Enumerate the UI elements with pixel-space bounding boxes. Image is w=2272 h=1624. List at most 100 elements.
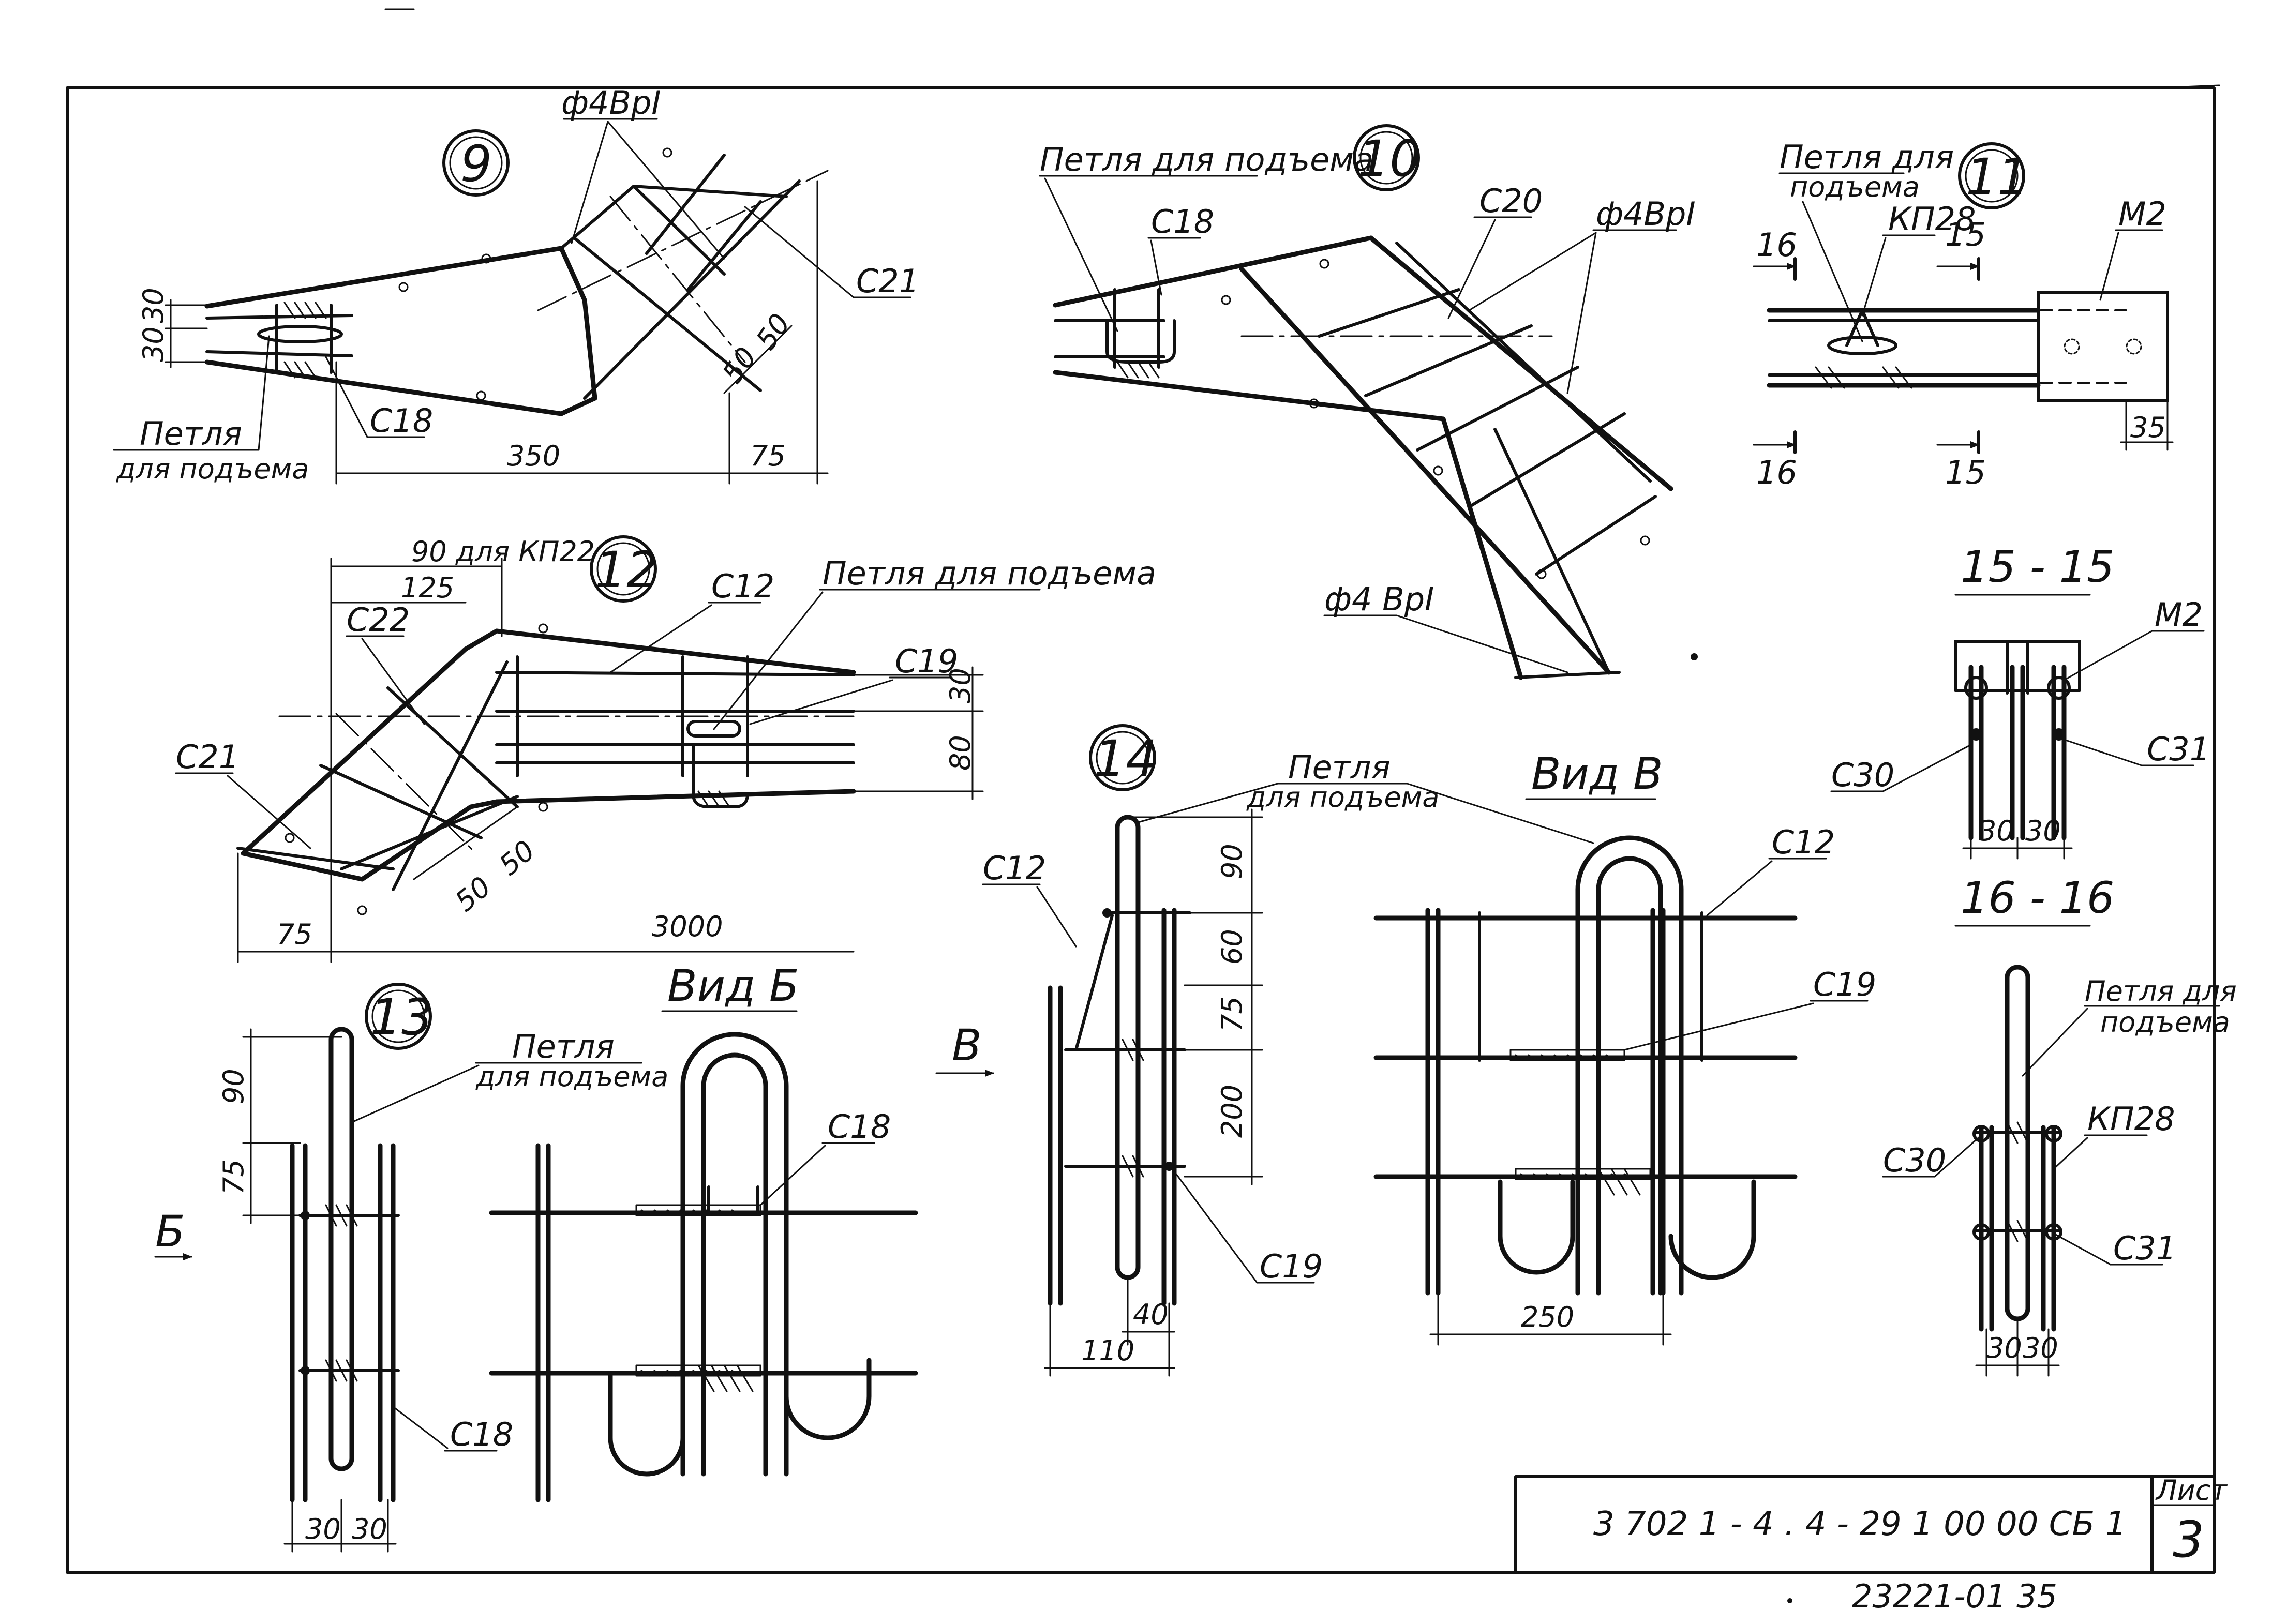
detail-12: 12 С12 Петля для подъема С19 <box>175 535 1156 963</box>
d13-loop-label-2: для подъема <box>475 1060 668 1093</box>
archive-number: 23221-01 35 <box>1852 1577 2057 1615</box>
d13-dim-90: 90 <box>217 1069 250 1104</box>
d12-c19-label: С19 <box>895 642 958 680</box>
d13-view-arrow: Б <box>155 1206 185 1257</box>
sheet-designation: 3 702 1 - 4 . 4 - 29 1 00 00 СБ 1 <box>1593 1505 2126 1543</box>
title-block: 3 702 1 - 4 . 4 - 29 1 00 00 СБ 1 Лист 3… <box>1514 1474 2228 1615</box>
d9-c18-label: С18 <box>370 402 433 440</box>
d12-dim-125: 125 <box>401 572 454 604</box>
detail-10: 10 Петля для подъема С18 С <box>1039 124 1698 680</box>
d11-kp28-label: КП28 <box>1888 200 1976 238</box>
d12-dim-30: 30 <box>944 668 977 703</box>
section-16-16-title: 16 - 16 <box>1961 873 2115 923</box>
view-v: Вид В С12 С19 250 <box>1373 748 1876 1346</box>
s1515-c31-label: С31 <box>2147 730 2210 768</box>
d12-loop-label: Петля для подъема <box>823 554 1156 592</box>
detail-11-number: 11 <box>1966 148 2029 206</box>
d11-section-16-top: 16 <box>1756 226 1797 264</box>
s1616-dim-30b: 30 <box>2023 1332 2058 1364</box>
d11-loop-label-2: подъема <box>1790 171 1920 203</box>
d9-dim-30b: 30 <box>137 326 170 362</box>
d13-dim-75: 75 <box>217 1159 250 1195</box>
s1616-loop-label-2: подъема <box>2100 1006 2230 1039</box>
d12-c21-label: С21 <box>176 738 239 776</box>
d9-c21-label: С21 <box>856 262 919 300</box>
d11-section-15-bottom: 15 <box>1945 454 1986 491</box>
d14-dim-60: 60 <box>1216 929 1248 965</box>
view-b: Вид Б С18 <box>489 960 918 1502</box>
section-16-16: 16 - 16 Петля для подъема КП28 С30 С31 3… <box>1882 873 2237 1377</box>
sheet-number: 3 <box>2173 1511 2204 1569</box>
d14-c12-label: С12 <box>983 849 1046 887</box>
d10-loop-label: Петля для подъема <box>1040 141 1373 178</box>
d14-dim-90: 90 <box>1216 844 1248 879</box>
detail-13: 13 Петля для подъема С18 Б 90 75 30 30 <box>154 983 668 1553</box>
d14-loop-label-1: Петля <box>1288 748 1391 786</box>
d13-dim-30b: 30 <box>352 1513 387 1545</box>
s1515-dim-30a: 30 <box>1979 815 2014 847</box>
d12-dim-75: 75 <box>277 918 312 951</box>
view-v-title: Вид В <box>1531 748 1663 799</box>
view-v-dim-250: 250 <box>1521 1301 1574 1333</box>
s1515-dim-30b: 30 <box>2025 815 2061 847</box>
d12-dim-80: 80 <box>944 735 977 771</box>
d10-rod-spec-bottom: ф4 ВрI <box>1324 580 1434 618</box>
d11-section-16-bottom: 16 <box>1756 454 1797 491</box>
d12-dim-50b: 50 <box>493 834 541 882</box>
d14-dim-75: 75 <box>1216 996 1248 1032</box>
detail-14-number: 14 <box>1094 730 1157 788</box>
detail-10-number: 10 <box>1358 130 1421 188</box>
s1616-dim-30a: 30 <box>1986 1332 2022 1364</box>
s1616-kp28-label: КП28 <box>2087 1100 2175 1138</box>
s1616-c30-label: С30 <box>1883 1141 1946 1179</box>
s1616-c31-label: С31 <box>2113 1229 2176 1267</box>
d13-c18-label: С18 <box>450 1416 513 1453</box>
d9-dim-50a: 50 <box>716 341 763 389</box>
d9-loop-label-1: Петля <box>140 415 242 453</box>
d12-dim-90: 90 для КП22 <box>411 535 595 568</box>
d9-dim-30a: 30 <box>137 288 170 323</box>
s1515-m2-label: М2 <box>2155 596 2203 634</box>
section-15-15: 15 - 15 М2 С30 С31 30 30 <box>1830 542 2210 860</box>
d12-c12-label: С12 <box>711 567 774 605</box>
d10-c18-label: С18 <box>1151 203 1214 240</box>
d10-c20-label: С20 <box>1479 182 1543 220</box>
detail-11: 11 Петля для подъема КП28 М2 16 15 16 <box>1753 138 2174 491</box>
s1515-c30-label: С30 <box>1831 756 1894 794</box>
view-b-title: Вид Б <box>667 960 799 1011</box>
d9-loop-label-2: для подъема <box>116 453 309 485</box>
d11-m2-label: М2 <box>2118 195 2166 233</box>
sheet-label: Лист <box>2155 1474 2228 1507</box>
d14-view-arrow: В <box>952 1020 982 1071</box>
detail-9: 9 ф4ВрI С21 С18 Петля д <box>113 84 919 485</box>
view-b-c18-label: С18 <box>828 1108 891 1146</box>
sheet-frame <box>66 8 2220 1574</box>
detail-9-number: 9 <box>460 135 492 193</box>
detail-14: 14 Петля для подъема С12 С19 В 90 60 <box>935 724 1594 1377</box>
d12-dim-50a: 50 <box>449 870 497 918</box>
detail-13-number: 13 <box>370 988 433 1046</box>
d14-loop-label-2: для подъема <box>1246 781 1439 814</box>
d9-dim-50b: 50 <box>750 308 797 355</box>
view-v-c19-label: С19 <box>1813 966 1876 1003</box>
d10-rod-spec-top: ф4ВрI <box>1596 195 1696 233</box>
d9-dim-350: 350 <box>507 440 560 472</box>
d14-dim-40: 40 <box>1133 1298 1169 1331</box>
s1616-loop-label-1: Петля для <box>2085 975 2237 1008</box>
d12-c22-label: С22 <box>347 601 410 639</box>
d13-dim-30a: 30 <box>305 1513 341 1545</box>
detail-12-number: 12 <box>595 541 658 599</box>
d12-dim-3000: 3000 <box>652 910 723 943</box>
view-v-c12-label: С12 <box>1772 823 1835 861</box>
d9-rod-spec-label: ф4ВрI <box>561 84 661 122</box>
d14-dim-110: 110 <box>1081 1334 1134 1367</box>
d11-dim-35: 35 <box>2130 411 2166 444</box>
d11-section-15-top: 15 <box>1945 216 1986 253</box>
d14-dim-200: 200 <box>1216 1085 1248 1138</box>
d14-c19-label: С19 <box>1260 1247 1323 1285</box>
d13-loop-label-1: Петля <box>512 1028 615 1065</box>
d9-dim-75: 75 <box>750 440 786 472</box>
section-15-15-title: 15 - 15 <box>1961 542 2115 592</box>
